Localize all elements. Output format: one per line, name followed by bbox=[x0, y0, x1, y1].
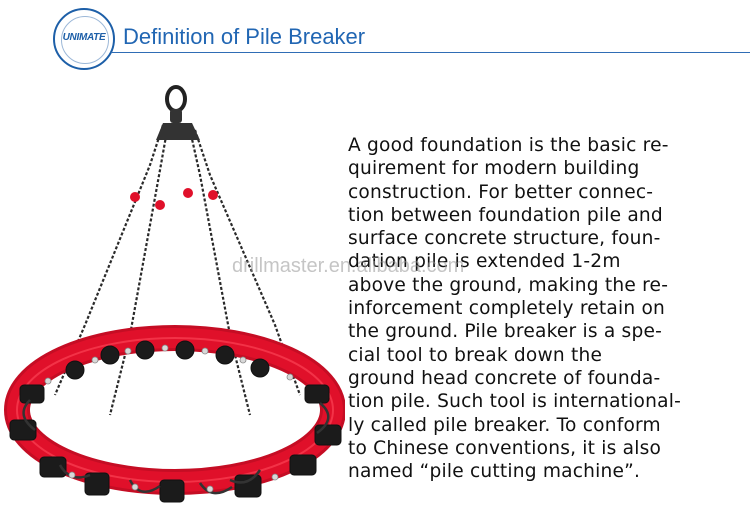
definition-line: inforcement completely retain on bbox=[348, 298, 666, 320]
definition-text: A good foundation is the basic re-quirem… bbox=[348, 134, 740, 483]
chain-hook bbox=[155, 200, 165, 210]
unimate-logo: UNIMATE bbox=[53, 8, 115, 70]
connector-pin bbox=[124, 347, 132, 355]
definition-line: surface concrete structure, foun- bbox=[348, 228, 661, 250]
lifting-shackle bbox=[156, 85, 200, 140]
connector-pin bbox=[131, 483, 139, 491]
hose-loop bbox=[229, 469, 262, 484]
chain-hook bbox=[183, 188, 193, 198]
cylinder bbox=[19, 384, 45, 404]
cylinder bbox=[159, 479, 185, 503]
definition-line: quirement for modern building bbox=[348, 158, 640, 180]
cylinder bbox=[215, 345, 235, 365]
connector-pin bbox=[161, 344, 169, 352]
hose-loop bbox=[22, 399, 36, 431]
cylinder bbox=[304, 384, 330, 404]
cylinder bbox=[234, 474, 262, 498]
cylinder bbox=[175, 340, 195, 360]
connector-pin bbox=[68, 471, 76, 479]
definition-line: construction. For better connec- bbox=[348, 181, 654, 203]
connector-pin bbox=[271, 473, 279, 481]
definition-line: A good foundation is the basic re- bbox=[348, 135, 669, 156]
connector-pin bbox=[286, 373, 294, 381]
definition-line: above the ground, making the re- bbox=[348, 274, 669, 296]
connector-pin bbox=[239, 356, 247, 364]
logo-inner-ring bbox=[61, 16, 109, 64]
header-divider bbox=[112, 52, 750, 53]
cylinder bbox=[9, 419, 37, 441]
definition-line: cial tool to break down the bbox=[348, 344, 603, 366]
definition-line: ground head concrete of founda- bbox=[348, 367, 661, 389]
chain-right-inner bbox=[188, 129, 252, 416]
cylinder bbox=[65, 360, 85, 380]
logo-text: UNIMATE bbox=[62, 32, 106, 43]
page-title: Definition of Pile Breaker bbox=[123, 24, 366, 49]
cylinder bbox=[135, 340, 155, 360]
connector-pin bbox=[201, 347, 209, 355]
hose-loop bbox=[316, 402, 330, 435]
definition-line: the ground. Pile breaker is a spe- bbox=[348, 321, 662, 343]
definition-line: to Chinese conventions, it is also bbox=[348, 437, 662, 459]
connector-pin bbox=[206, 485, 214, 493]
cylinder bbox=[39, 456, 67, 478]
watermark: drillmaster.en.alibaba.com bbox=[232, 255, 465, 277]
hose-loop bbox=[198, 482, 233, 495]
cylinder bbox=[289, 454, 317, 476]
cylinder bbox=[84, 472, 110, 496]
connector-pin bbox=[44, 377, 52, 385]
pile-breaker-illustration bbox=[4, 85, 345, 503]
cylinder bbox=[250, 358, 270, 378]
definition-line: dation pile is extended 1-2m bbox=[348, 251, 621, 273]
cylinder bbox=[314, 424, 342, 446]
cylinder bbox=[100, 345, 120, 365]
definition-line: named “pile cutting machine”. bbox=[348, 461, 641, 483]
definition-line: ly called pile breaker. To conform bbox=[348, 414, 661, 436]
hose-loop bbox=[128, 479, 161, 493]
chain-hook bbox=[130, 192, 140, 202]
connector-pin bbox=[91, 356, 99, 364]
chain-hook bbox=[208, 190, 218, 200]
page-header: UNIMATE Definition of Pile Breaker bbox=[0, 0, 750, 80]
definition-line: tion between foundation pile and bbox=[348, 204, 663, 226]
definition-line: tion pile. Such tool is international- bbox=[348, 391, 681, 413]
chain-left-inner bbox=[108, 124, 170, 416]
